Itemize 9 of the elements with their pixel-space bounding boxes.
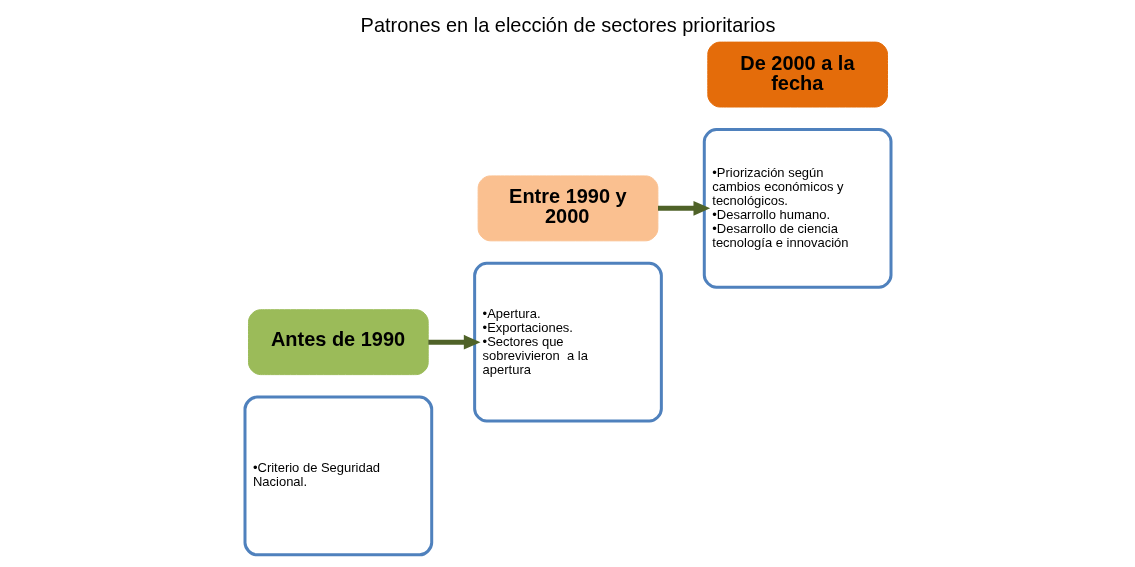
arrow <box>657 201 710 216</box>
node-box: •Criterio de Seguridad Nacional. <box>243 395 433 557</box>
arrow <box>427 334 481 350</box>
node-box: •Apertura. •Exportaciones. •Sectores que sobrevivieron a la apertura <box>472 261 663 423</box>
node-box: •Priorización según cambios económicos y tecnológicos. •Desarrollo humano. •Desarrollo de ciencia tecnología e innovación <box>702 128 892 289</box>
node-box: De 2000 a la fecha <box>706 41 888 108</box>
node-box: Antes de 1990 <box>247 309 429 376</box>
diagram-title: Patrones en la elección de sectores prioritarios <box>360 14 775 37</box>
node-box: Entre 1990 y 2000 <box>477 175 658 242</box>
